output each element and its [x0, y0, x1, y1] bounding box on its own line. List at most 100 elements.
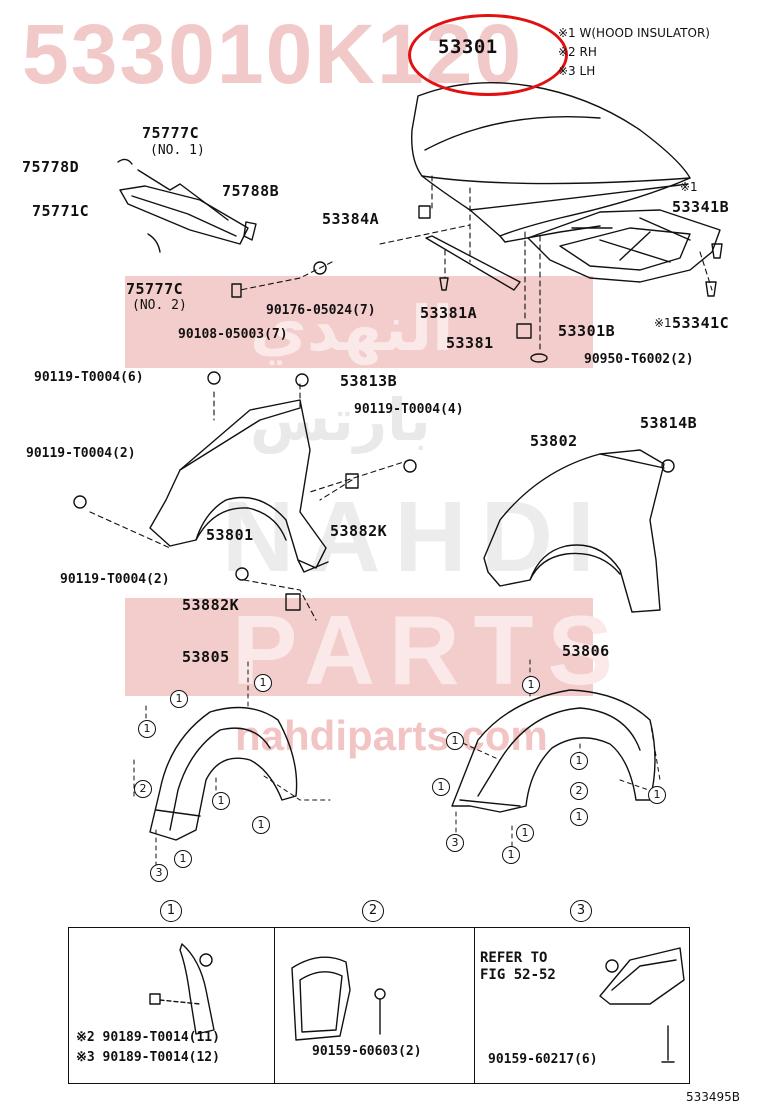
- label-53882k-a[interactable]: 53882K: [330, 522, 388, 540]
- marker-1-rh-d: 1: [432, 778, 450, 796]
- cowl-panel-illustration: [117, 158, 257, 253]
- watermark-band-bottom: [125, 598, 593, 696]
- nut-53882k-a-shape: [345, 473, 359, 489]
- note-3: ※3 LH: [558, 64, 596, 78]
- label-90119-2a[interactable]: 90119-T0004(2): [26, 446, 136, 461]
- label-53301b[interactable]: 53301B: [558, 322, 616, 340]
- watermark-arabic-line1: النهدي: [250, 295, 454, 364]
- note-2: ※2 RH: [558, 45, 597, 59]
- detail-2-illustration: [291, 956, 386, 1041]
- detail-3-line1[interactable]: 90159-60217(6): [488, 1052, 598, 1067]
- marker-1-rh-b: 1: [446, 732, 464, 750]
- marker-1-lh-d: 1: [212, 792, 230, 810]
- label-90176[interactable]: 90176-05024(7): [266, 303, 376, 318]
- detail-3-illustration: [599, 947, 685, 1063]
- bolt-90119-4-shape: [403, 459, 417, 473]
- hood-insulator-illustration: [527, 209, 721, 283]
- label-75778d[interactable]: 75778D: [22, 158, 80, 176]
- marker-3-rh: 3: [446, 834, 464, 852]
- marker-2-rh: 2: [570, 782, 588, 800]
- label-90119-2b[interactable]: 90119-T0004(2): [60, 572, 170, 587]
- marker-1-rh-f: 1: [570, 808, 588, 826]
- detail-box: [68, 927, 690, 1084]
- marker-1-rh-a: 1: [522, 676, 540, 694]
- detail-marker-1: 1: [160, 900, 182, 922]
- label-53341b[interactable]: 53341B: [672, 198, 730, 216]
- label-53806[interactable]: 53806: [562, 642, 610, 660]
- label-53882k-b[interactable]: 53882K: [182, 596, 240, 614]
- plug-90950-shape: [530, 353, 548, 363]
- detail-2-line1[interactable]: 90159-60603(2): [312, 1044, 422, 1059]
- label-75788b[interactable]: 75788B: [222, 182, 280, 200]
- liner-lh-illustration: [149, 706, 298, 841]
- label-75771c[interactable]: 75771C: [32, 202, 90, 220]
- label-53341c[interactable]: 53341C: [672, 314, 730, 332]
- bolt-90119-2b-shape: [235, 567, 249, 581]
- label-53341b-mark: ※1: [680, 180, 698, 194]
- watermark-brand-line2: PARTS: [232, 595, 627, 705]
- grommet-90176-shape: [313, 261, 327, 275]
- marker-1-rh-h: 1: [502, 846, 520, 864]
- marker-1-lh-a: 1: [170, 690, 188, 708]
- label-53341c-mark: ※1: [654, 316, 672, 330]
- figure-code: 533495B: [686, 1090, 741, 1104]
- detail-1-line1[interactable]: ※2 90189-T0014(11): [76, 1030, 220, 1045]
- clip-53341c-shape: [705, 281, 717, 297]
- fender-rh-illustration: [483, 449, 665, 613]
- label-90119-4[interactable]: 90119-T0004(4): [354, 402, 464, 417]
- marker-2-lh: 2: [134, 780, 152, 798]
- fender-leader-lines: [89, 383, 411, 621]
- label-90950[interactable]: 90950-T6002(2): [584, 352, 694, 367]
- label-53381[interactable]: 53381: [446, 334, 494, 352]
- liner-rh-illustration: [451, 689, 656, 813]
- detail-marker-2: 2: [362, 900, 384, 922]
- marker-1-rh-e: 1: [648, 786, 666, 804]
- marker-1-lh-c: 1: [138, 720, 156, 738]
- note-1: ※1 W(HOOD INSULATOR): [558, 26, 710, 40]
- detail-divider-2: [474, 927, 475, 1084]
- detail-1-illustration: [149, 943, 215, 1035]
- hood-leader-lines: [239, 175, 713, 351]
- marker-1-lh-f: 1: [174, 850, 192, 868]
- marker-1-rh-c: 1: [570, 752, 588, 770]
- watermark-band-top: [125, 276, 593, 368]
- watermark-url: nahdiparts.com: [235, 712, 548, 759]
- label-53802[interactable]: 53802: [530, 432, 578, 450]
- fender-lh-illustration: [149, 399, 329, 573]
- highlight-oval: [408, 14, 568, 96]
- nut-53882k-b-shape: [285, 593, 301, 611]
- label-53813b[interactable]: 53813B: [340, 372, 398, 390]
- label-53814b[interactable]: 53814B: [640, 414, 698, 432]
- label-90108[interactable]: 90108-05003(7): [178, 327, 288, 342]
- label-75777c-top-sub: (NO. 1): [150, 143, 205, 158]
- detail-3-refer2[interactable]: FIG 52-52: [480, 967, 556, 983]
- watermark-arabic-line2: بارتس: [250, 388, 431, 453]
- detail-3-refer1[interactable]: REFER TO: [480, 950, 548, 966]
- hood-bumper-53384a-shape: [418, 205, 431, 219]
- label-90119-6[interactable]: 90119-T0004(6): [34, 370, 144, 385]
- hood-illustration: [411, 81, 691, 243]
- detail-divider-1: [274, 927, 275, 1084]
- clip-53381a-shape: [439, 277, 449, 291]
- label-53801[interactable]: 53801: [206, 526, 254, 544]
- label-75777c-bottom-sub: (NO. 2): [132, 298, 187, 313]
- screw-90108-shape: [231, 283, 242, 298]
- detail-1-line2[interactable]: ※3 90189-T0014(12): [76, 1050, 220, 1065]
- label-75777c-top[interactable]: 75777C: [142, 124, 200, 142]
- bolt-90119-2a-shape: [73, 495, 87, 509]
- hood-seal-strip: [425, 235, 521, 291]
- clip-53814b-shape: [661, 459, 675, 473]
- label-53301[interactable]: 53301: [438, 36, 498, 58]
- marker-1-lh-e: 1: [252, 816, 270, 834]
- bolt-90119-6-shape: [207, 371, 221, 385]
- marker-3-lh: 3: [150, 864, 168, 882]
- marker-1-lh-b: 1: [254, 674, 272, 692]
- detail-marker-3: 3: [570, 900, 592, 922]
- label-75777c-bottom[interactable]: 75777C: [126, 280, 184, 298]
- label-53381a[interactable]: 53381A: [420, 304, 478, 322]
- hood-cushion-53301b-shape: [516, 323, 532, 339]
- label-53805[interactable]: 53805: [182, 648, 230, 666]
- label-53384a[interactable]: 53384A: [322, 210, 380, 228]
